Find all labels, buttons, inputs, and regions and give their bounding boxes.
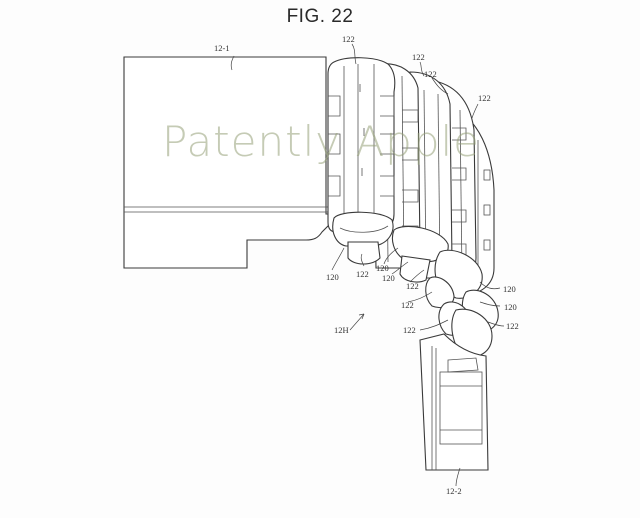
label-122-f: 122 — [406, 281, 419, 291]
label-12h: 12H — [334, 325, 349, 335]
label-120-b: 120 — [376, 263, 389, 273]
figure-title: FIG. 22 — [286, 6, 354, 27]
label-120-c: 120 — [382, 273, 395, 283]
label-122-i: 122 — [403, 325, 416, 335]
upper-housing — [123, 56, 342, 269]
label-120-a: 120 — [326, 272, 339, 282]
label-122-a: 122 — [342, 34, 355, 44]
label-12-2: 12-2 — [446, 486, 462, 496]
lower-housing — [419, 333, 489, 471]
label-120-d: 120 — [503, 284, 516, 294]
label-122-g: 122 — [401, 300, 414, 310]
label-122-b: 122 — [412, 52, 425, 62]
pivot-cylinders — [332, 211, 499, 358]
hinge-segment-3 — [409, 71, 477, 283]
label-122-e: 122 — [356, 269, 369, 279]
label-122-d: 122 — [478, 93, 491, 103]
hinge-segment-1 — [327, 57, 396, 233]
label-122-h: 122 — [506, 321, 519, 331]
label-12-1: 12-1 — [214, 43, 230, 53]
label-120-e: 120 — [504, 302, 517, 312]
label-122-c: 122 — [424, 69, 437, 79]
leader-lines — [230, 43, 505, 487]
